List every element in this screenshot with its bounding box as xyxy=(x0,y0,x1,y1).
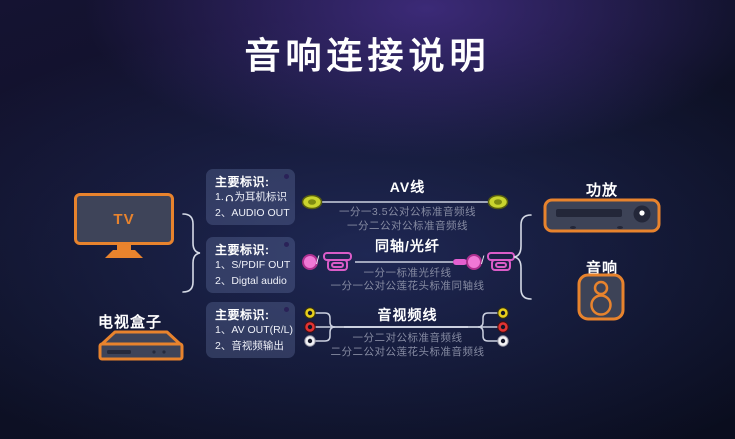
cable-sub: 一分一标准光纤线 xyxy=(363,267,452,279)
marking-card-audio-out: 主要标识: 1. 为耳机标识 2、AUDIO OUT xyxy=(206,169,295,225)
card-line: 2、Digtal audio xyxy=(215,274,287,287)
cable-sub: 一分一3.5公对公标准音频线 xyxy=(338,206,477,218)
card-corner-dot xyxy=(284,307,289,312)
rca-pink-connector-right-icon xyxy=(466,254,482,270)
amplifier-label: 功放 xyxy=(585,182,618,199)
settop-box-icon xyxy=(98,330,184,361)
coax-optical-cable-icon xyxy=(302,252,515,271)
cable-sub: 二分二公对公莲花头标准音频线 xyxy=(330,346,485,358)
card-corner-dot xyxy=(284,242,289,247)
pink-plug-body-icon xyxy=(453,259,467,265)
av-cable-icon xyxy=(301,194,509,210)
cable-title-av: AV线 xyxy=(389,179,426,195)
headphone-icon xyxy=(225,194,233,202)
cable-sub: 一分二对公标准音频线 xyxy=(352,332,463,344)
or-slash: / xyxy=(316,253,320,267)
rca-pink-connector-left-icon xyxy=(302,254,318,270)
marking-card-av-out: 主要标识: 1、AV OUT(R/L) 2、音视频输出 xyxy=(206,302,295,358)
card-line: 2、AUDIO OUT xyxy=(215,206,290,219)
card-title: 主要标识: xyxy=(215,243,270,257)
tv-stand-base xyxy=(105,250,143,258)
cable-sub: 一分二公对公标准音频线 xyxy=(347,220,468,232)
tv-icon: TV xyxy=(74,193,174,245)
speaker-label: 音响 xyxy=(585,260,618,277)
card-line: 1. 为耳机标识 xyxy=(215,190,287,206)
cable-title-coax-optical: 同轴/光纤 xyxy=(375,238,440,254)
rca-triple-left-icon xyxy=(304,307,345,347)
tvbox-label: 电视盒子 xyxy=(97,314,162,331)
card-line-prefix: 1. xyxy=(215,191,224,203)
tv-stand-neck xyxy=(117,245,131,251)
optical-connector-right-icon xyxy=(487,252,515,271)
cable-sub: 一分一公对公莲花头标准同轴线 xyxy=(330,280,485,292)
amplifier-icon xyxy=(543,198,661,233)
card-line: 1、S/PDIF OUT xyxy=(215,259,291,271)
speaker-icon xyxy=(577,273,625,321)
rca-triple-right-icon xyxy=(468,307,509,347)
cable-title-av-rca: 音视频线 xyxy=(377,307,438,323)
card-line-text: 为耳机标识 xyxy=(234,191,288,203)
cable-line xyxy=(344,326,468,328)
marking-card-spdif: 主要标识: 1、S/PDIF OUT 2、Digtal audio xyxy=(206,237,295,293)
card-line: 2、音视频输出 xyxy=(215,339,284,352)
or-slash: / xyxy=(481,253,485,267)
right-brace xyxy=(513,214,532,300)
card-title: 主要标识: xyxy=(215,308,270,322)
optical-connector-left-icon xyxy=(323,252,352,271)
card-title: 主要标识: xyxy=(215,175,270,189)
tv-label: TV xyxy=(113,210,135,228)
left-brace xyxy=(182,213,201,293)
card-line: 1、AV OUT(R/L) xyxy=(215,324,293,336)
card-corner-dot xyxy=(284,174,289,179)
page-title: 音响连接说明 xyxy=(244,35,491,76)
